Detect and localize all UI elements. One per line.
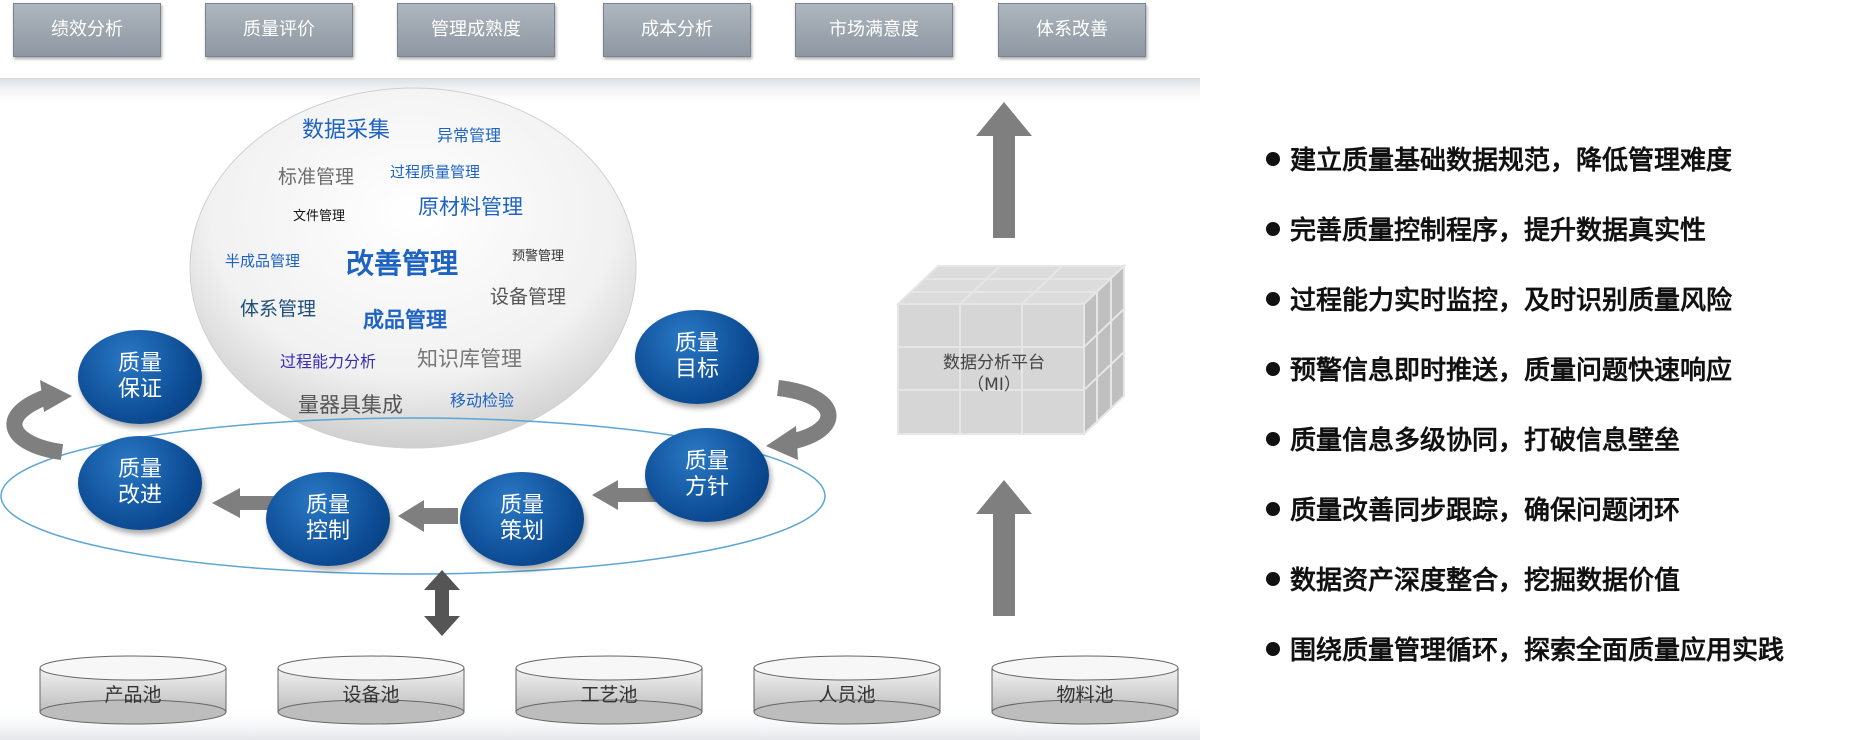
tab-cost-analysis[interactable]: 成本分析 bbox=[603, 3, 751, 57]
benefit-item: 建立质量基础数据规范，降低管理难度 bbox=[1266, 140, 1732, 177]
node-quality-assurance: 质量保证 bbox=[78, 330, 202, 424]
pool-personnel: 人员池 bbox=[818, 684, 876, 706]
bullet-dot bbox=[1266, 151, 1280, 166]
benefit-text: 过程能力实时监控，及时识别质量风险 bbox=[1290, 286, 1733, 316]
benefit-text: 质量信息多级协同，打破信息壁垒 bbox=[1290, 426, 1681, 456]
pool-material: 物料池 bbox=[1056, 684, 1114, 706]
node-line: 质量 bbox=[305, 493, 350, 518]
cloud-word: 设备管理 bbox=[490, 286, 567, 308]
cloud-word: 文件管理 bbox=[293, 209, 346, 224]
cloud-word: 移动检验 bbox=[450, 391, 515, 410]
mi-cube bbox=[895, 263, 1127, 437]
bullet-dot bbox=[1266, 361, 1280, 376]
node-line: 策划 bbox=[499, 519, 544, 544]
benefit-text: 完善质量控制程序，提升数据真实性 bbox=[1290, 216, 1707, 246]
node-line: 方针 bbox=[684, 475, 729, 500]
node-line: 目标 bbox=[674, 357, 719, 382]
node-quality-objective: 质量目标 bbox=[635, 310, 759, 404]
node-line: 质量 bbox=[684, 449, 729, 474]
benefit-item: 质量信息多级协同，打破信息壁垒 bbox=[1266, 420, 1680, 457]
node-quality-control: 质量控制 bbox=[266, 472, 390, 566]
cloud-word: 预警管理 bbox=[512, 249, 565, 264]
up-arrows bbox=[976, 102, 1032, 616]
node-line: 改进 bbox=[117, 483, 162, 508]
cloud-word: 知识库管理 bbox=[417, 347, 522, 371]
cloud-word: 原材料管理 bbox=[418, 195, 523, 219]
platform-line: （MI） bbox=[967, 375, 1021, 395]
pool-product: 产品池 bbox=[104, 684, 162, 706]
module-cloud bbox=[189, 87, 637, 449]
node-line: 控制 bbox=[305, 519, 350, 544]
cloud-word: 过程质量管理 bbox=[390, 163, 481, 181]
tab-market-satisfaction[interactable]: 市场满意度 bbox=[795, 3, 953, 57]
double-arrow bbox=[424, 570, 460, 636]
bullet-dot bbox=[1266, 221, 1280, 236]
node-line: 质量 bbox=[674, 331, 719, 356]
benefit-item: 数据资产深度整合，挖掘数据价值 bbox=[1266, 560, 1680, 597]
node-quality-planning: 质量策划 bbox=[460, 472, 584, 566]
benefit-item: 完善质量控制程序，提升数据真实性 bbox=[1266, 210, 1706, 247]
cloud-word: 数据采集 bbox=[302, 118, 391, 143]
benefit-text: 围绕质量管理循环，探索全面质量应用实践 bbox=[1290, 636, 1785, 666]
benefit-text: 预警信息即时推送，质量问题快速响应 bbox=[1290, 356, 1733, 386]
node-quality-policy: 质量方针 bbox=[645, 428, 769, 522]
benefit-item: 围绕质量管理循环，探索全面质量应用实践 bbox=[1266, 630, 1784, 667]
cloud-word: 过程能力分析 bbox=[280, 352, 377, 371]
node-line: 质量 bbox=[117, 457, 162, 482]
curved-arrow-left bbox=[6, 387, 64, 460]
curved-arrow-right bbox=[776, 380, 837, 450]
benefit-text: 数据资产深度整合，挖掘数据价值 bbox=[1290, 566, 1681, 596]
bullet-dot bbox=[1266, 571, 1280, 586]
cycle-arrows bbox=[212, 480, 658, 532]
bullet-dot bbox=[1266, 641, 1280, 656]
node-line: 质量 bbox=[499, 493, 544, 518]
bullet-dot bbox=[1266, 291, 1280, 306]
cloud-word: 量器具集成 bbox=[298, 393, 403, 417]
tab-management-maturity[interactable]: 管理成熟度 bbox=[397, 3, 555, 57]
pool-process: 工艺池 bbox=[580, 684, 638, 706]
benefit-item: 质量改善同步跟踪，确保问题闭环 bbox=[1266, 490, 1680, 527]
bullet-dot bbox=[1266, 431, 1280, 446]
cloud-word: 改善管理 bbox=[346, 247, 459, 280]
cloud-word: 标准管理 bbox=[278, 166, 355, 188]
platform-label: 数据分析平台 （MI） bbox=[904, 352, 1084, 396]
platform-line: 数据分析平台 bbox=[943, 353, 1045, 373]
cloud-word: 异常管理 bbox=[437, 126, 502, 145]
data-pools bbox=[39, 655, 1179, 725]
cloud-word: 体系管理 bbox=[240, 298, 317, 320]
cloud-word: 半成品管理 bbox=[225, 252, 301, 270]
bullet-dot bbox=[1266, 501, 1280, 516]
benefit-item: 过程能力实时监控，及时识别质量风险 bbox=[1266, 280, 1732, 317]
node-quality-improvement: 质量改进 bbox=[78, 436, 202, 530]
pool-equipment: 设备池 bbox=[342, 684, 400, 706]
tab-system-improvement[interactable]: 体系改善 bbox=[998, 3, 1146, 57]
node-line: 保证 bbox=[117, 377, 162, 402]
benefit-item: 预警信息即时推送，质量问题快速响应 bbox=[1266, 350, 1732, 387]
benefit-text: 建立质量基础数据规范，降低管理难度 bbox=[1290, 146, 1733, 176]
cycle-ring bbox=[0, 417, 826, 575]
benefit-text: 质量改善同步跟踪，确保问题闭环 bbox=[1290, 496, 1681, 526]
node-line: 质量 bbox=[117, 351, 162, 376]
tab-quality-evaluation[interactable]: 质量评价 bbox=[205, 3, 353, 57]
tab-performance-analysis[interactable]: 绩效分析 bbox=[13, 3, 161, 57]
cloud-word: 成品管理 bbox=[363, 308, 447, 332]
